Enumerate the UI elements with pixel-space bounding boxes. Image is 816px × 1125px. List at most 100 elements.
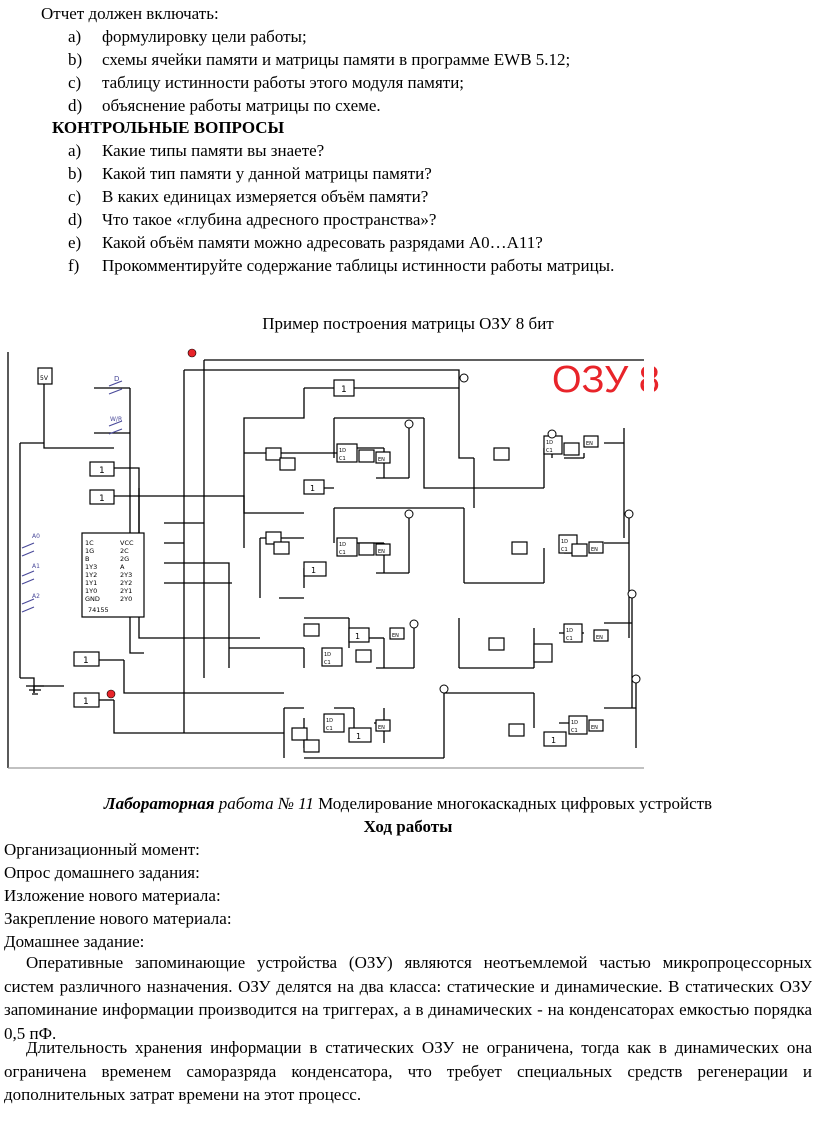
gate-not-4 (73, 692, 100, 708)
and-gate (358, 449, 375, 463)
schematic-elements (21, 367, 609, 753)
body-paragraph: Длительность хранения информации в стати… (4, 1038, 812, 1104)
and-gate (508, 723, 525, 737)
d-trigger (533, 643, 553, 663)
probe-indicator (439, 684, 449, 694)
probe-indicator (404, 419, 414, 429)
switch-label: A0 (32, 533, 40, 540)
report-item: c)таблицу истинности работы этого модуля… (68, 72, 464, 94)
gate-not (348, 727, 372, 743)
list-item-text: таблицу истинности работы этого модуля п… (102, 73, 465, 92)
output-probes (404, 373, 641, 694)
d-trigger (336, 537, 358, 557)
probe-indicator (627, 589, 637, 599)
list-marker: a) (68, 27, 82, 46)
power-label: 5V (40, 375, 49, 382)
gate-label: 1 (83, 697, 89, 707)
gate-label: 1 (356, 732, 361, 741)
probe-indicator (624, 509, 634, 519)
and-gate (511, 541, 528, 555)
gate-not-5 (333, 379, 355, 397)
power-source (37, 367, 53, 385)
and-gate (303, 623, 320, 637)
chip-pin-label: 1C (85, 539, 94, 547)
list-marker: d) (68, 96, 83, 115)
list-marker: b) (68, 50, 83, 69)
chip-pin-label: VCC (120, 539, 134, 547)
trigger-c-label: C1 (326, 726, 333, 732)
list-item-text: формулировку цели работы; (102, 27, 307, 46)
and-gate (265, 447, 282, 461)
probe-indicator (631, 674, 641, 684)
question-item: c) В каких единицах измеряется объём памя… (68, 186, 428, 208)
trigger-d-label: 1D (546, 440, 553, 446)
chip-name-label: 74155 (88, 606, 109, 614)
trigger-c-label: C1 (339, 456, 346, 462)
tri-state-buffer (588, 541, 604, 554)
buffer-label: EN (392, 633, 399, 639)
lesson-step: Закрепление нового материала: (4, 909, 232, 928)
list-marker: f) (68, 256, 80, 275)
buffer-label: EN (378, 725, 385, 731)
decoder-chip (81, 532, 145, 618)
switch-a2 (21, 598, 35, 613)
trigger-d-label: 1D (566, 628, 573, 634)
chip-pin-label: A (120, 563, 125, 571)
list-item-text: объяснение работы матрицы по схеме. (102, 96, 381, 115)
gate-not (303, 479, 325, 495)
progress-heading: Ход работы (363, 817, 453, 836)
gate-not (348, 627, 370, 643)
lab-title-topic: Моделирование многокаскадных цифровых ус… (318, 794, 713, 813)
trigger-d-label: 1D (561, 539, 568, 545)
d-trigger (563, 623, 583, 643)
trigger-d-label: 1D (571, 720, 578, 726)
questions-heading: КОНТРОЛЬНЫЕ ВОПРОСЫ (52, 118, 285, 137)
chip-pin-label: 2Y1 (120, 587, 132, 595)
trigger-c-label: C1 (339, 550, 346, 556)
active-indicator (106, 689, 116, 699)
tri-state-buffer (389, 627, 405, 640)
report-item: d) объяснение работы матрицы по схеме. (68, 95, 381, 117)
gate-label: 1 (99, 466, 105, 476)
buffer-label: EN (378, 549, 385, 555)
list-marker: c) (68, 187, 82, 206)
schematic-labels: 5V D W/R A0 A1 A2 1 1 1 1 1 1 1 1 1 1 1D… (32, 375, 603, 745)
chip-pin-label: 1Y2 (85, 571, 97, 579)
tri-state-buffer (593, 629, 609, 642)
list-item-text: Какие типы памяти вы знаете? (102, 141, 325, 160)
switch-label: D (114, 375, 119, 383)
switch-a1 (21, 570, 35, 585)
report-heading: Отчет должен включать: (41, 4, 219, 23)
buffer-label: EN (591, 547, 598, 553)
chip-pin-label: 1G (85, 547, 94, 555)
report-item: b)схемы ячейки памяти и матрицы памяти в… (68, 49, 570, 71)
buffer-label: EN (596, 635, 603, 641)
gate-label: 1 (355, 632, 360, 641)
d-trigger (321, 647, 343, 667)
lesson-step: Изложение нового материала: (4, 886, 221, 905)
ozu-label: ОЗУ 8 (552, 359, 660, 401)
buffer-label: EN (586, 441, 593, 447)
chip-pin-label: B (85, 555, 89, 563)
body-paragraph: Оперативные запоминающие устройства (ОЗУ… (4, 953, 812, 1043)
switch-label: W/R (110, 416, 122, 423)
schematic-wires (7, 352, 644, 769)
active-indicator (187, 348, 197, 358)
and-gate (571, 543, 588, 557)
active-indicators (106, 348, 197, 699)
probe-indicator (409, 619, 419, 629)
schematic-drawing: 5V D W/R A0 A1 A2 1 1 1 1 1 1 1 1 1 1 1D… (7, 348, 660, 772)
list-marker: b) (68, 164, 83, 183)
and-gate (303, 739, 320, 753)
d-trigger (568, 715, 588, 735)
figure-caption: Пример построения матрицы ОЗУ 8 бит (262, 314, 554, 333)
chip-pin-label: 2G (120, 555, 129, 563)
list-marker: d) (68, 210, 83, 229)
trigger-c-label: C1 (571, 728, 578, 734)
list-marker: a) (68, 141, 82, 160)
lesson-step: Опрос домашнего задания: (4, 863, 200, 882)
list-item-text: В каких единицах измеряется объём памяти… (102, 187, 429, 206)
schematic-clip (644, 348, 654, 772)
question-item: b)Какой тип памяти у данной матрицы памя… (68, 163, 432, 185)
and-gate (488, 637, 505, 651)
